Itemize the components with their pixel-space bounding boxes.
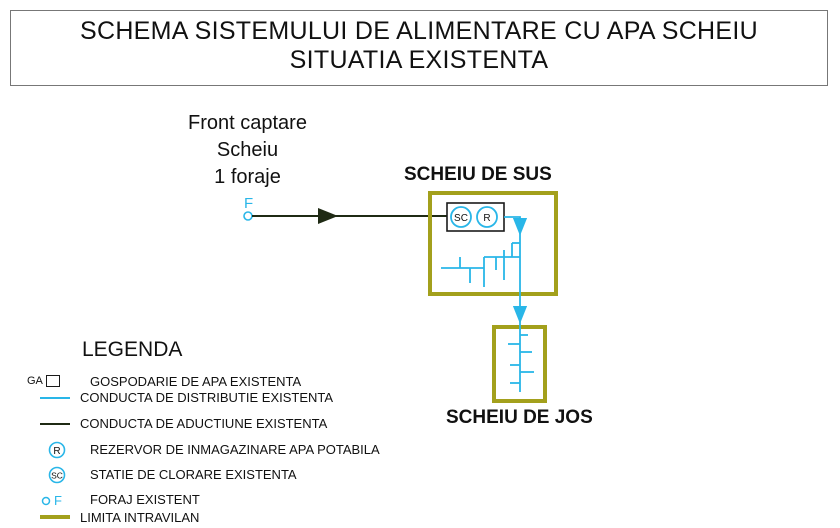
legend-item-text: GOSPODARIE DE APA EXISTENTA bbox=[90, 374, 302, 389]
lower-distribution-network bbox=[508, 322, 534, 392]
svg-text:R: R bbox=[53, 446, 60, 457]
source-label-line-2: Scheiu bbox=[216, 139, 279, 161]
legend-symbol-ga: GA bbox=[27, 375, 43, 387]
legend-item-text: CONDUCTA DE ADUCTIUNE EXISTENTA bbox=[80, 416, 328, 431]
well-circle-icon bbox=[243, 211, 253, 221]
village-label-upper: SCHEIU DE SUS bbox=[404, 164, 552, 185]
reservoir-mark: R bbox=[483, 213, 490, 224]
legend-reservoir-icon: R bbox=[48, 441, 66, 459]
legend-boundary-line-icon bbox=[40, 515, 70, 519]
legend-title: LEGENDA bbox=[82, 338, 183, 361]
title-line-1: SCHEMA SISTEMULUI DE ALIMENTARE CU APA S… bbox=[79, 17, 758, 45]
title-box: SCHEMA SISTEMULUI DE ALIMENTARE CU APA S… bbox=[10, 10, 828, 86]
legend-item-text: FORAJ EXISTENT bbox=[90, 492, 200, 507]
main-distribution-pipe bbox=[504, 216, 528, 324]
reservoir-icon bbox=[476, 206, 498, 228]
legend-well-icon: F bbox=[41, 493, 62, 508]
legend-item-text: REZERVOR DE INMAGAZINARE APA POTABILA bbox=[90, 442, 380, 457]
title-line-2: SITUATIA EXISTENTA bbox=[289, 46, 549, 74]
legend-distribution-line-icon bbox=[40, 397, 70, 399]
svg-text:F: F bbox=[54, 493, 62, 508]
legend-item-text: STATIE DE CLORARE EXISTENTA bbox=[90, 467, 297, 482]
svg-text:SC: SC bbox=[51, 471, 63, 481]
source-label: Front captare Scheiu 1 foraje bbox=[165, 110, 330, 191]
upper-village-boundary bbox=[428, 191, 558, 296]
legend-adduction-line-icon bbox=[40, 423, 70, 425]
legend-item-text: CONDUCTA DE DISTRIBUTIE EXISTENTA bbox=[80, 390, 334, 405]
chlorination-station-icon bbox=[450, 206, 472, 228]
village-label-lower: SCHEIU DE JOS bbox=[446, 407, 593, 428]
source-label-line-3: 1 foraje bbox=[214, 166, 281, 188]
source-label-line-1: Front captare bbox=[188, 112, 307, 134]
legend-item-text: LIMITA INTRAVILAN bbox=[80, 510, 200, 525]
chlorination-mark: SC bbox=[454, 213, 468, 224]
legend-chlorination-icon: SC bbox=[48, 466, 66, 484]
upper-distribution-network bbox=[441, 242, 520, 287]
legend-square-icon bbox=[46, 375, 60, 387]
well-mark: F bbox=[244, 195, 253, 212]
